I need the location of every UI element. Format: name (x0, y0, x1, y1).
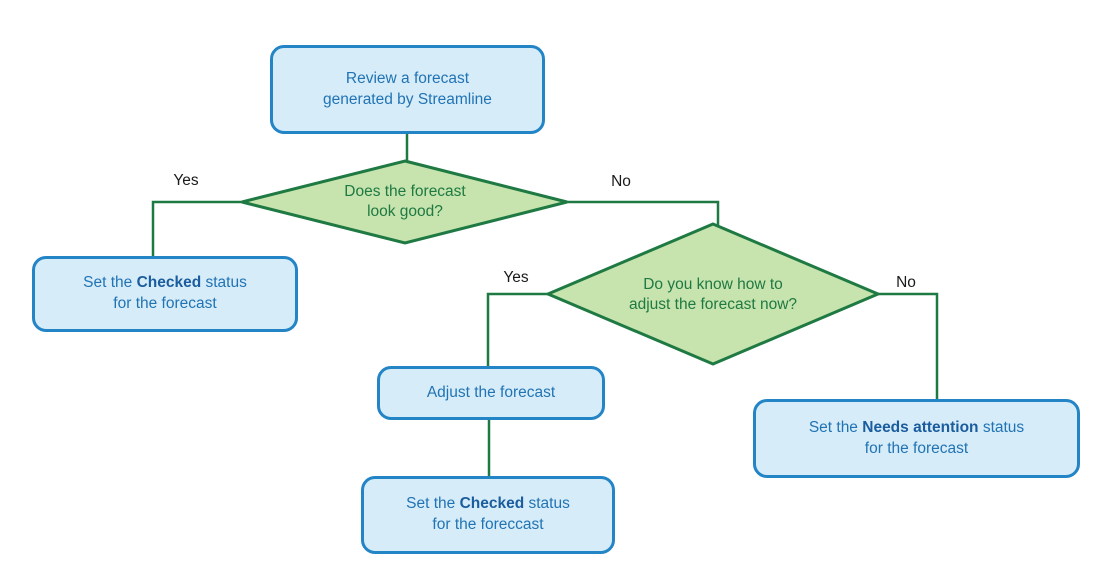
edge-label-decision1-yes: Yes (173, 172, 199, 189)
edge-label-decision2-no: No (896, 274, 916, 291)
decision-know-how-label: Do you know how to adjust the forecast n… (628, 275, 798, 313)
decision-know-how-shape (544, 222, 882, 366)
node-set-needs-attention-status-label: Set the Needs attention status for the f… (808, 418, 1025, 457)
connector-decision2-no (875, 292, 939, 400)
decision-look-good-shape (241, 159, 568, 245)
connector-decision1-yes (151, 200, 244, 257)
node-adjust-forecast-label: Adjust the forecast (426, 383, 556, 401)
edge-label-decision1-no: No (611, 173, 631, 190)
decision-look-good-label: Does the forecast look good? (344, 182, 466, 220)
connector-decision1-no (565, 200, 720, 227)
node-set-needs-attention-status: Set the Needs attention status for the f… (753, 399, 1080, 478)
edge-label-decision2-yes: Yes (503, 269, 529, 286)
node-adjust-forecast: Adjust the forecast (377, 366, 605, 420)
node-set-checked-status-middle: Set the Checked status for the foreccast (361, 476, 615, 554)
node-set-checked-status-middle-label: Set the Checked status for the foreccast (406, 495, 570, 533)
node-review-forecast: Review a forecast generated by Streamlin… (270, 45, 545, 134)
connector-decision2-yes (486, 292, 551, 367)
node-set-checked-status-left-label: Set the Checked status for the forecast (83, 274, 247, 312)
node-review-forecast-label: Review a forecast generated by Streamlin… (323, 69, 492, 108)
node-set-checked-status-left: Set the Checked status for the forecast (32, 256, 298, 332)
